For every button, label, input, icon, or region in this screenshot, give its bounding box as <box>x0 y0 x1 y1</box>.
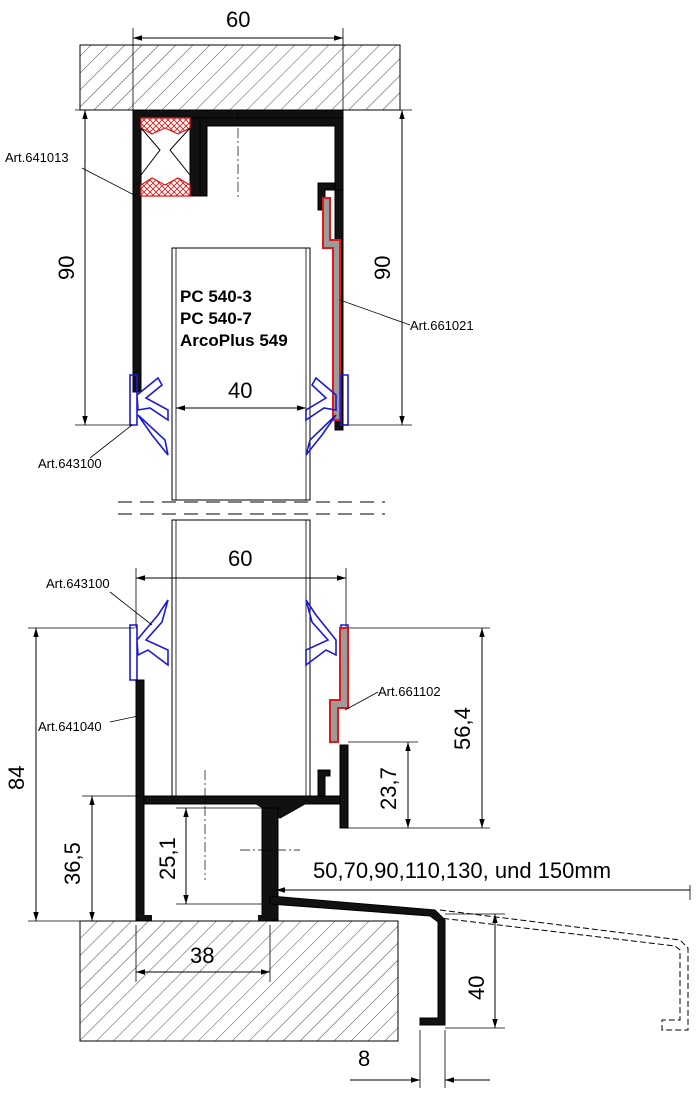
dim-base-width: 38 <box>190 943 214 968</box>
dim-bottom-total: 84 <box>4 766 29 790</box>
top-wall-hatch <box>79 44 401 111</box>
top-gasket-left <box>129 374 169 456</box>
panel-label-1: PC 540-3 <box>180 287 252 306</box>
dim-panel-width: 40 <box>228 378 252 403</box>
art-bottom-glazing-seal: Art.643100 <box>46 576 110 591</box>
dim-sill-lengths: 50,70,90,110,130, und 150mm <box>313 858 611 883</box>
window-sill <box>269 895 446 1026</box>
top-seal-lower <box>140 177 191 197</box>
dim-right-lower: 56,4 <box>450 707 475 750</box>
bottom-frame-profile <box>135 679 349 921</box>
dim-bottom-lower: 36,5 <box>60 842 85 885</box>
top-cover-strip <box>322 197 341 421</box>
dim-sill-height: 40 <box>464 976 489 1000</box>
panel-label-2: PC 540-7 <box>180 309 252 328</box>
dim-right-small: 23,7 <box>376 767 401 810</box>
top-gasket-right <box>305 374 349 456</box>
top-seal-upper <box>140 117 191 135</box>
dim-left-top-height: 90 <box>54 256 79 280</box>
dim-center-height: 25,1 <box>155 837 180 880</box>
dim-top-width: 60 <box>226 7 250 32</box>
bottom-wall-hatch <box>79 920 399 1042</box>
art-top-glazing-seal: Art.643100 <box>38 456 102 471</box>
sill-dashed-variant <box>439 909 689 1031</box>
art-top-left-seal: Art.641013 <box>5 150 69 165</box>
panel-label-3: ArcoPlus 549 <box>180 331 288 350</box>
art-top-right-profile: Art.661021 <box>410 318 474 333</box>
art-bottom-right-profile: Art.661102 <box>378 684 441 699</box>
dim-sill-thickness: 8 <box>358 1046 370 1071</box>
panel-bottom <box>171 519 311 797</box>
panel-top <box>171 247 311 501</box>
dim-bottom-width: 60 <box>228 546 252 571</box>
art-bottom-left-profile: Art.641040 <box>38 719 102 734</box>
dim-right-top-height: 90 <box>370 256 395 280</box>
bottom-cover-strip <box>329 627 349 743</box>
